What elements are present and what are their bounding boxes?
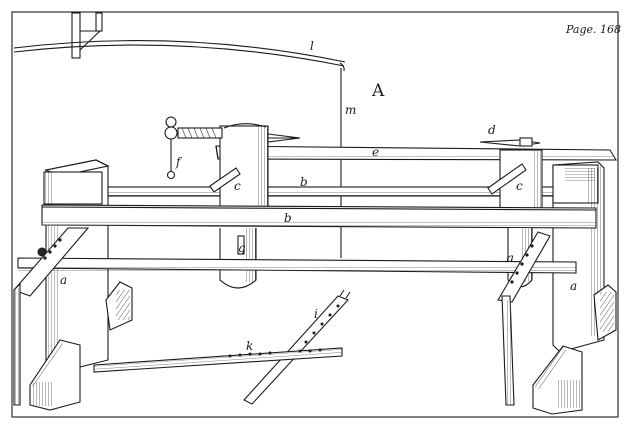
right-foot: [532, 284, 617, 415]
rear-rail: [107, 186, 554, 197]
tool-rest: [215, 145, 617, 161]
left-tool-support: [13, 227, 90, 406]
label-e: e: [372, 145, 379, 159]
label-i: i: [314, 307, 318, 321]
screw-handle: [164, 116, 223, 180]
label-l: l: [310, 39, 314, 53]
plate-border: [11, 11, 619, 418]
label-b-lower: b: [284, 211, 292, 225]
ceiling-bracket: [71, 12, 103, 59]
label-g-left: g: [238, 241, 246, 255]
label-k: k: [246, 339, 253, 353]
right-tool-support: [497, 231, 551, 406]
label-a-right: a: [570, 279, 577, 293]
label-c-left: c: [234, 179, 241, 193]
label-m: m: [345, 103, 356, 117]
right-poppet: [479, 137, 543, 209]
treadle-bar: [17, 247, 577, 274]
figure-label: A: [371, 81, 385, 101]
left-foot: [29, 281, 133, 411]
label-c-right: c: [516, 179, 523, 193]
spring-pole: [13, 40, 346, 72]
label-f: f: [175, 155, 183, 169]
front-rail: [41, 204, 597, 229]
label-g-right: g: [506, 251, 514, 265]
page-label: Page. 168: [565, 23, 621, 36]
tool-arm-k: [93, 347, 343, 373]
left-tenon: [219, 228, 257, 289]
tool-arm-i: [243, 289, 351, 405]
label-d: d: [488, 123, 496, 137]
label-a-left: a: [60, 273, 67, 287]
label-b-upper: b: [300, 175, 308, 189]
left-poppet: [209, 123, 301, 209]
